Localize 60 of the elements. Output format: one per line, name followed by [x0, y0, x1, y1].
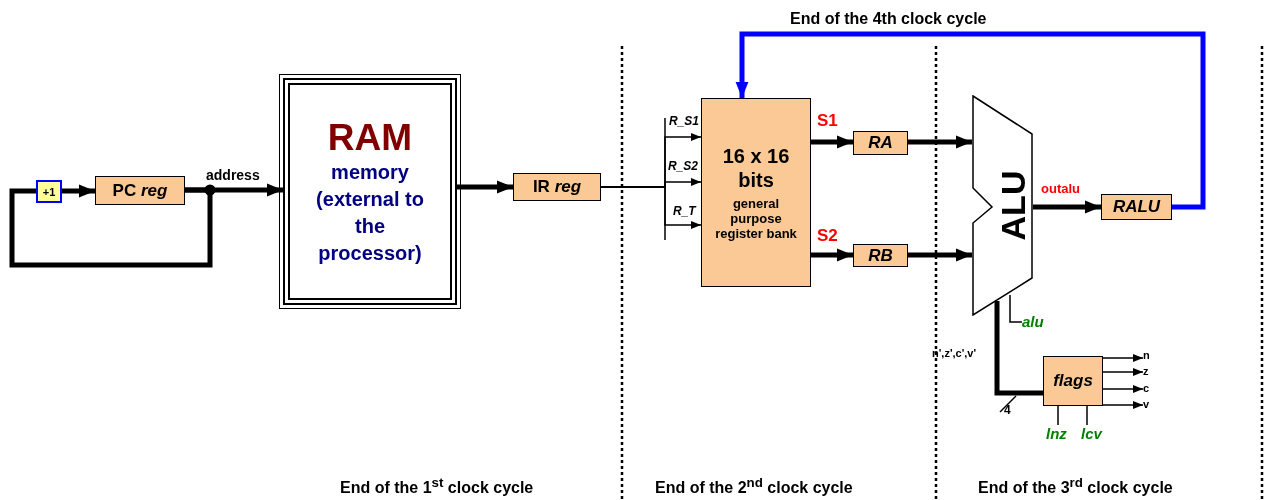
edge-label: R_S1 [669, 114, 700, 128]
arrow [600, 186, 702, 229]
control-signal: lnz [1046, 425, 1076, 445]
flag-output: c [1143, 382, 1157, 396]
edge-label: n',z',c',v' [932, 347, 977, 359]
memory-title: RAM [327, 116, 413, 159]
register-box [95, 176, 185, 205]
arrow [735, 31, 1206, 210]
register-name: RALU [1112, 197, 1161, 217]
arrow [62, 184, 95, 198]
register-name: RA [868, 133, 893, 153]
register-name: +1 [42, 185, 56, 198]
register-name: 16 x 16 bits [721, 144, 791, 192]
control-signal: alu [1022, 313, 1054, 331]
bus-width-label: 4 [1004, 403, 1011, 417]
connector-line [994, 301, 1043, 396]
increment-box [36, 180, 62, 203]
register-box [513, 173, 601, 201]
arrow [185, 183, 283, 197]
cycle-label: End of the 4th clock cycle [790, 10, 987, 28]
flag-output: v [1143, 398, 1157, 412]
arrow [1102, 368, 1144, 376]
connector-line [1086, 405, 1088, 426]
arrow [1102, 354, 1144, 362]
register-box [1101, 194, 1172, 220]
connector-line [1057, 405, 1059, 426]
edge-label: R_S2 [668, 159, 699, 173]
arrow [1033, 200, 1101, 214]
control-signal: lcv [1081, 425, 1111, 445]
arrow [457, 180, 513, 194]
register-bank-box [701, 98, 811, 287]
register-box [853, 131, 908, 155]
register-box [1043, 356, 1103, 406]
register-name: flags [1053, 371, 1093, 391]
cycle-label: End of the 2$^{nd}$ clock cycle [655, 475, 853, 498]
arrow [908, 135, 972, 149]
edge-label: outalu [1041, 181, 1080, 196]
block-description: general purpose register bank [714, 196, 798, 241]
register-name: PC reg [112, 180, 168, 201]
edge-label: S2 [817, 226, 838, 246]
flag-output: z [1143, 365, 1157, 379]
alu-name: ALU [994, 170, 1033, 241]
cycle-label: End of the 3$^{rd}$ clock cycle [978, 475, 1173, 498]
register-name: IR reg [532, 177, 582, 197]
arrow [811, 135, 853, 149]
cycle-label: End of the 1$^{st}$ clock cycle [340, 475, 534, 498]
register-box [853, 244, 908, 267]
flag-output: n [1143, 349, 1157, 363]
arrow [1102, 401, 1144, 409]
connector-line [1009, 294, 1023, 323]
connector-line [9, 187, 213, 268]
edge-label: R_T [673, 204, 696, 218]
alu-block [972, 95, 1033, 316]
block-description: memory (external to the processor) [315, 159, 425, 266]
register-name: RB [868, 245, 893, 266]
arrow [811, 248, 853, 262]
arrow [908, 248, 972, 262]
edge-label: S1 [817, 111, 838, 131]
arrow [1102, 385, 1144, 393]
edge-label: address [206, 167, 260, 183]
